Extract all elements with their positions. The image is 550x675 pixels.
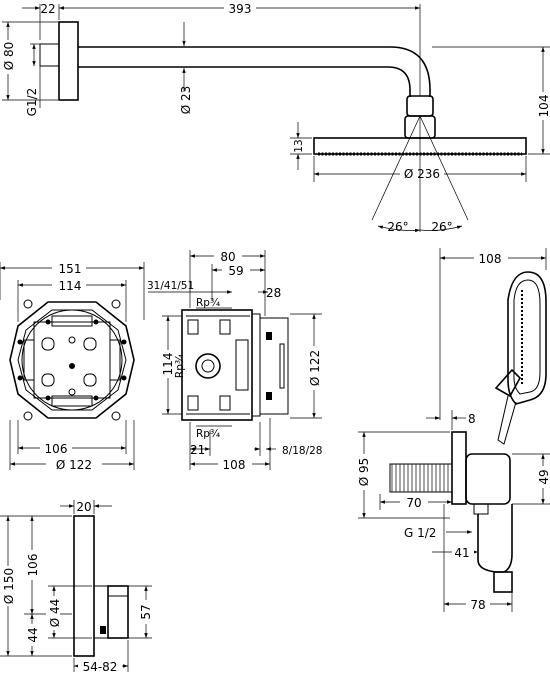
dim-plate-thickness: 20: [76, 500, 91, 514]
dim-arm-diameter: Ø 23: [179, 86, 193, 115]
tab-left: [23, 339, 35, 381]
dim-bottom-offset: 21: [190, 443, 205, 457]
dim-plaster-ring: Ø 122: [56, 458, 92, 472]
dim-handle-height: 57: [139, 604, 153, 619]
dim-range-label: 31/41/51: [147, 280, 194, 292]
hand-shower-view: 108 8 Ø 95 49 70 G 1/2 41: [356, 248, 550, 612]
dim-handle-diameter: Ø 44: [48, 599, 62, 628]
tab-right: [109, 339, 121, 381]
tab-bottom: [51, 395, 93, 407]
trim-plate-view: 20 Ø 150 106 Ø 44 44 57 54-82: [0, 500, 153, 674]
dim-side-depth-inner: 59: [228, 264, 243, 278]
side-body: [181, 309, 253, 421]
shower-arm-top: [78, 46, 431, 97]
outlet-plate: [451, 431, 467, 505]
body-octagon-outer: [9, 301, 135, 419]
head-shower-view: 22 393 Ø 80 G1/2 Ø 23 104 13: [2, 2, 550, 234]
body-ring: [21, 309, 123, 411]
dim-head-diameter: Ø 236: [404, 167, 440, 181]
dim-projection: 70: [406, 496, 421, 510]
dim-side-depth: 80: [220, 250, 235, 264]
dim-hose-offset: 41: [454, 546, 469, 560]
dim-side-ring: Ø 122: [308, 350, 322, 386]
body-octagon-inner: [17, 309, 127, 411]
ball-joint: [406, 95, 434, 117]
shower-arm-bottom: [78, 66, 411, 97]
dim-flange-thread: G1/2: [25, 88, 39, 117]
outlet-body: [465, 453, 511, 505]
port-bottom-label: Rp¾: [196, 428, 220, 440]
dim-adjust-range: 8/18/28: [282, 445, 322, 457]
dim-projection-range: 54-82: [83, 660, 118, 674]
side-port: [195, 353, 221, 379]
side-cover: [259, 317, 289, 415]
dim-hole-spacing: 106: [45, 442, 68, 456]
body-core: [33, 321, 111, 399]
dim-bottom-reach: 78: [470, 598, 485, 612]
dim-outlet-diameter: Ø 95: [357, 458, 371, 487]
dim-outlet-height: 49: [537, 469, 550, 484]
hand-shower-grip: [494, 368, 521, 398]
handle: [107, 585, 129, 639]
dim-handle-offset: 44: [26, 627, 40, 642]
mixer-body-front-view: 151 114 106 Ø 122: [0, 262, 145, 472]
hose-nut: [473, 503, 489, 515]
dim-inner-width: 114: [59, 279, 82, 293]
dim-angle-right: 26°: [431, 220, 452, 234]
mounting-holes: [17, 299, 127, 421]
dim-reach: 108: [479, 252, 502, 266]
dim-angle-left: 26°: [387, 220, 408, 234]
mixer-body-side-view: 80 59 31/41/51 28 Rp¾ Rp¾ Rp¾ 114 Ø 122 …: [147, 250, 322, 472]
tab-top: [51, 315, 93, 327]
flange-thread: [39, 43, 60, 67]
port-top-label: Rp¾: [196, 297, 220, 309]
dim-flange-diameter: Ø 80: [2, 42, 16, 71]
dim-total-depth: 108: [223, 458, 246, 472]
dim-side-offset: 28: [266, 286, 281, 300]
dim-offset: 8: [468, 412, 476, 426]
dim-side-height: 114: [161, 353, 175, 376]
side-plate: [251, 313, 261, 417]
dim-head-thickness: 13: [293, 139, 305, 152]
dim-outer-width: 151: [59, 262, 82, 276]
outlet-thread: [389, 463, 453, 493]
dim-flange-depth: 22: [40, 2, 55, 16]
dim-drop-height: 104: [537, 95, 550, 118]
dim-plate-height: 106: [26, 554, 40, 577]
dim-arm-length: 393: [229, 2, 252, 16]
port-mid-label: Rp¾: [174, 354, 186, 378]
hand-shower-head: [507, 271, 547, 405]
wall-flange: [58, 21, 79, 101]
dim-plate-diameter: Ø 150: [2, 568, 16, 604]
dim-thread: G 1/2: [404, 526, 436, 540]
hose-end: [493, 571, 513, 593]
thread-lines: [391, 464, 449, 492]
